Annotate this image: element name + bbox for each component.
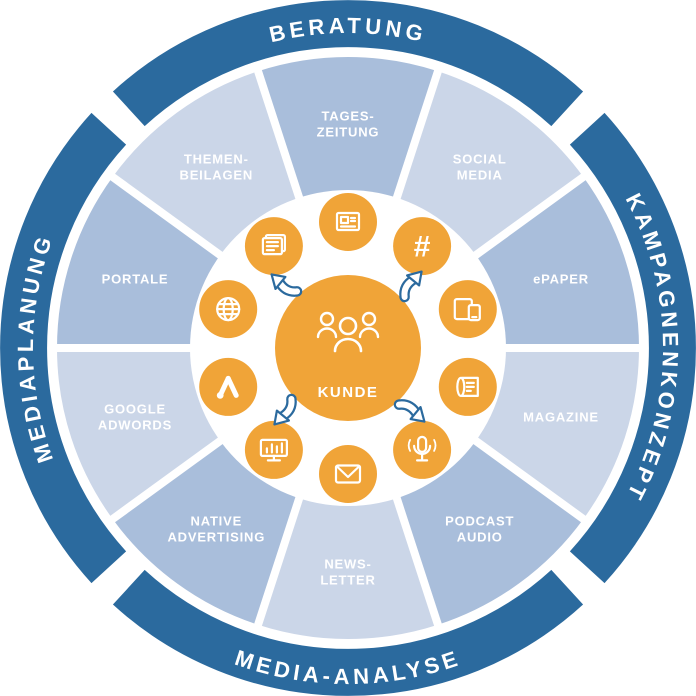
segment-label-newsletter: NEWS- xyxy=(324,557,371,572)
segment-label-native-advertising: NATIVE xyxy=(191,514,243,529)
segment-divider xyxy=(465,431,592,527)
outer-ring-arc-bottom xyxy=(112,569,584,696)
segment-google-adwords xyxy=(57,348,222,519)
segment-newsletter xyxy=(258,496,438,640)
segment-label-podcast-audio: PODCAST xyxy=(445,514,514,529)
newspaper-icon xyxy=(319,193,377,251)
curved-arrow-icon xyxy=(270,273,303,297)
segment-label-portale: PORTALE xyxy=(102,271,169,286)
segment-label-native-advertising: ADVERTISING xyxy=(167,530,265,545)
curved-arrow-icon xyxy=(393,399,426,423)
devices-icon xyxy=(438,280,497,339)
microphone-icon xyxy=(393,420,452,479)
icon-badge-native-advertising xyxy=(244,420,303,479)
segment-label-tages-zeitung: ZEITUNG xyxy=(317,125,380,140)
segment-label-newsletter: LETTER xyxy=(320,573,375,588)
segment-divider xyxy=(252,63,307,209)
outer-ring-arc-right xyxy=(569,112,696,584)
globe-icon xyxy=(199,280,258,339)
segment-label-social-media: SOCIAL xyxy=(453,151,507,166)
segment-label-google-adwords: GOOGLE xyxy=(104,402,166,417)
segment-label-podcast-audio: AUDIO xyxy=(457,530,503,545)
segment-divider xyxy=(104,431,231,527)
kunde-label: KUNDE xyxy=(318,384,379,401)
segment-divider xyxy=(252,487,307,633)
people-icon xyxy=(316,311,380,353)
icon-badge-social-media xyxy=(393,217,452,276)
segment-portale xyxy=(57,177,222,348)
icon-badge-newsletter xyxy=(319,445,377,503)
segment-label-tages-zeitung: TAGES- xyxy=(322,109,375,124)
curved-arrow-icon xyxy=(273,393,297,426)
segment-epaper xyxy=(474,177,639,348)
svg-text:#: # xyxy=(414,231,431,264)
outer-ring-arc-top xyxy=(112,0,584,127)
segment-label-magazine: MAGAZINE xyxy=(523,410,599,425)
analytics-monitor-icon xyxy=(244,420,303,479)
hashtag-icon: # xyxy=(393,217,452,276)
envelope-icon xyxy=(319,445,377,503)
segment-label-themen-beilagen: THEMEN- xyxy=(184,151,249,166)
segment-label-epaper: ePAPER xyxy=(533,271,589,286)
icon-badge-google-adwords xyxy=(199,357,258,416)
magazine-icon xyxy=(438,357,497,416)
google-ads-icon xyxy=(199,357,258,416)
segment-divider xyxy=(465,169,592,265)
outer-ring-arc-left xyxy=(0,112,127,584)
segment-label-themen-beilagen: BEILAGEN xyxy=(180,167,254,182)
icon-badge-podcast-audio xyxy=(393,420,452,479)
segment-tages-zeitung xyxy=(258,56,438,200)
stacked-newspaper-icon xyxy=(244,217,303,276)
curved-arrow-icon xyxy=(399,270,423,303)
segment-divider xyxy=(389,63,444,209)
segment-divider xyxy=(389,487,444,633)
segment-label-social-media: MEDIA xyxy=(457,167,503,182)
segment-divider xyxy=(104,169,231,265)
segment-label-google-adwords: ADWORDS xyxy=(98,418,172,433)
segment-magazine xyxy=(474,348,639,519)
